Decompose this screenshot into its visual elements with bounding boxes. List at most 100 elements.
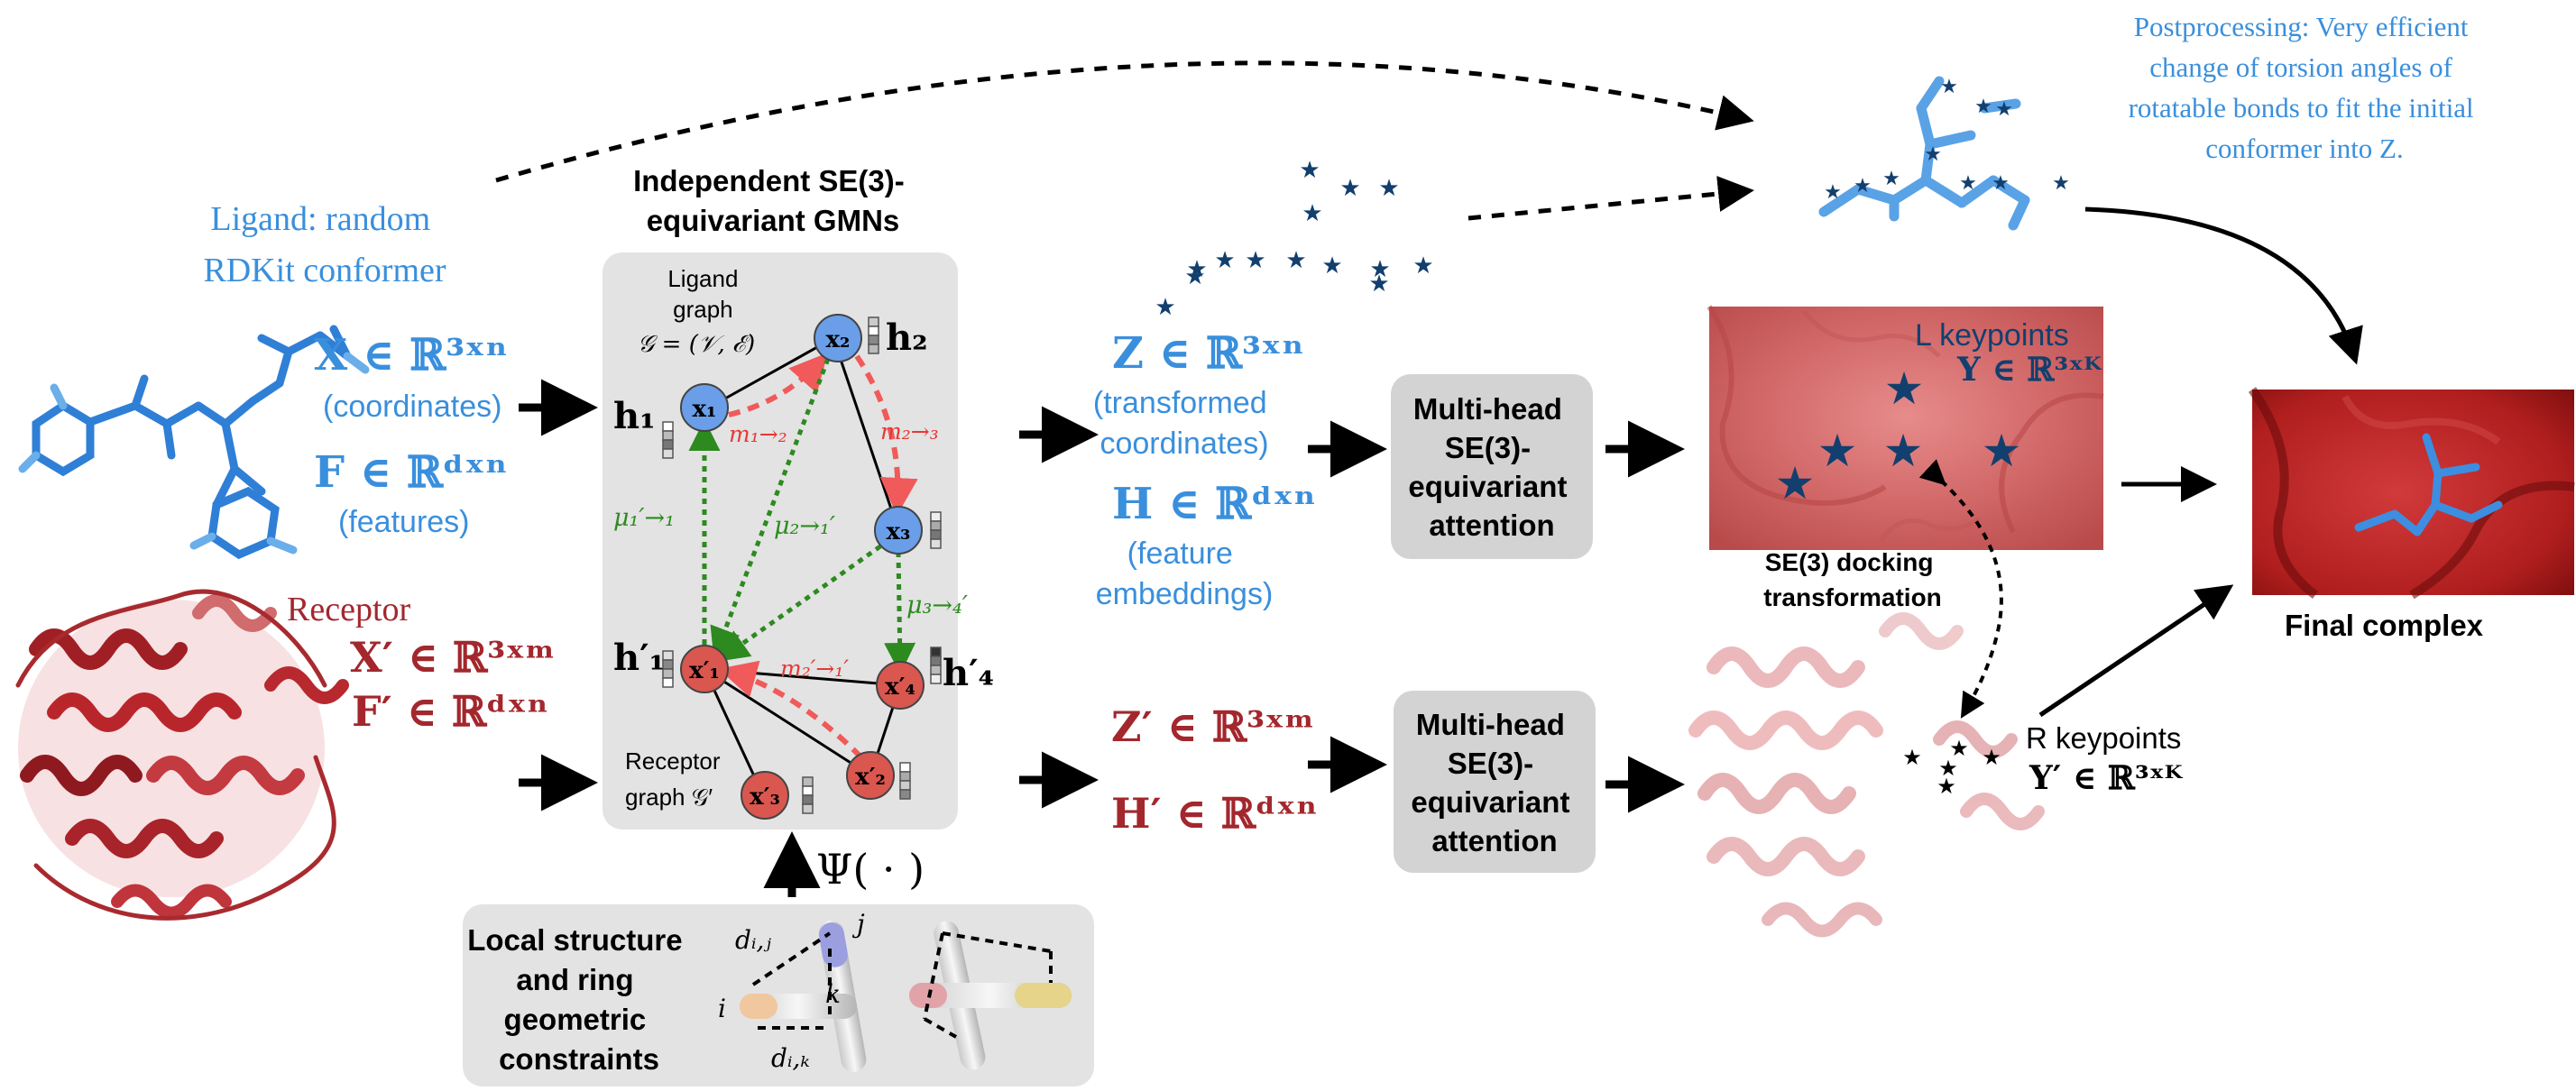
postprocessing-caption: Postprocessing: Very efficient change of… [2129,11,2481,164]
docking-arrow [1918,459,2003,719]
receptor-coords-eq: X′ ∈ ℝ³ˣᵐ [350,633,556,682]
svg-text:★: ★ [1974,96,1992,118]
ligand-molecule [18,325,370,560]
svg-text:★: ★ [1854,175,1872,197]
constraints-illustration-1 [740,921,867,1072]
feature-h4p: h′₄ [943,652,994,694]
attention-mu34 [884,551,916,674]
constraints-caption: Local structure and ring geometric const… [467,923,691,1076]
svg-text:★: ★ [1924,143,1942,166]
svg-text:★: ★ [1883,425,1924,477]
svg-text:★: ★ [1302,200,1322,227]
l-keypoints-surface [1707,305,2104,550]
label-mu34: μ₃→₄′ [906,591,968,619]
constraints-illustration-2 [909,921,1072,1070]
feature-h1: h₁ [613,395,656,437]
label-i: i [718,994,726,1023]
label-m21p: m₂′→₁′ [780,656,849,682]
predicted-keypoint-stars: ★ ★ ★ ★ ★ ★ ★ ★ ★ ★ ★ ★ ★ ★ [1155,157,1433,321]
svg-text:★: ★ [1902,745,1922,770]
faded-receptor [1688,612,2045,938]
attention-box-top [1391,374,1593,559]
ligand-graph-label: Ligand graph 𝒢 = (𝒱, ℰ) [638,265,755,358]
node-x3p: x′₃ [741,771,789,820]
node-x2p: x′₂ [846,751,895,800]
docking-caption: SE(3) docking transformation [1763,548,1942,611]
r-keypoints-title: R keypoints [2026,721,2181,755]
svg-text:★: ★ [1817,425,1858,477]
svg-text:★: ★ [1369,256,1390,283]
final-complex-label: Final complex [2285,609,2484,642]
svg-text:x′₄: x′₄ [885,674,915,701]
label-m23: m₂→₃ [880,418,939,445]
ligand-caption: Ligand: random RDKit conformer [203,200,446,289]
svg-text:★: ★ [1378,175,1399,202]
svg-text:x′₃: x′₃ [750,784,780,811]
svg-text:x₂: x₂ [826,326,851,353]
svg-text:★: ★ [1299,157,1320,184]
receptor-feats-eq: F′ ∈ ℝᵈˣⁿ [352,687,548,736]
svg-text:★: ★ [1285,247,1306,274]
node-x4p: x′₄ [876,661,925,710]
receptor-caption: Receptor [287,591,411,628]
attention-box-bottom [1394,691,1596,873]
ligand-h-note: (feature embeddings) [1096,536,1274,611]
ligand-h-eq: H ∈ ℝᵈˣⁿ [1112,479,1316,529]
ligand-z-eq: Z ∈ ℝ³ˣⁿ [1112,328,1304,379]
svg-text:★: ★ [1949,736,1969,761]
r-keypoints-eq: Y′ ∈ ℝ³ˣᴷ [2029,759,2184,797]
svg-text:★: ★ [1214,247,1235,274]
svg-text:★: ★ [1339,175,1360,202]
svg-text:x′₂: x′₂ [855,764,886,791]
final-complex-image [2248,387,2575,600]
psi-label: Ψ( · ) [816,845,925,894]
label-dik: dᵢ,ₖ [771,1043,810,1073]
receptor-protein [15,589,349,921]
attention-box-top-label: Multi-head SE(3)- equivariant attention [1408,392,1575,542]
message-m21p [718,660,864,760]
svg-text:★: ★ [1982,425,2022,477]
dashed-arrow-stars [1467,176,1754,221]
svg-text:★: ★ [1959,172,1977,195]
arrow-postprocess-final [2084,206,2363,365]
node-x3: x₃ [874,506,923,555]
arrow-r-final [2038,584,2234,718]
svg-text:x₁: x₁ [693,396,717,423]
svg-text:x₃: x₃ [887,518,911,546]
svg-text:★: ★ [1245,247,1265,274]
label-m12: m₁→₂ [729,421,787,447]
gmn-title: Independent SE(3)- equivariant GMNs [633,164,913,237]
svg-text:★: ★ [1824,181,1842,204]
ligand-coords-note: (coordinates) [323,390,501,424]
svg-text:★: ★ [1882,168,1900,190]
node-x2: x₂ [814,314,862,362]
ligand-coords-eq: X ∈ ℝ³ˣⁿ [314,330,508,380]
postprocess-stars: ★★★ ★★★ ★★★ ★ [1824,76,2070,204]
node-x1: x₁ [680,383,729,432]
svg-text:★: ★ [1884,362,1925,415]
receptor-h-eq: H′ ∈ ℝᵈˣⁿ [1111,789,1318,838]
svg-text:★: ★ [1412,252,1433,280]
receptor-graph-label: Receptor graph 𝒢′ [625,747,727,811]
receptor-z-eq: Z′ ∈ ℝ³ˣᵐ [1111,702,1315,751]
svg-text:★: ★ [1938,756,1958,781]
node-x1p: x′₁ [680,645,729,693]
l-keypoints-stars: ★ ★ ★ ★ ★ [1775,362,2022,509]
svg-text:★: ★ [1184,263,1205,290]
feature-h2: h₂ [886,316,928,359]
r-keypoints-stars: ★★★ ★★ [1902,736,2001,799]
svg-text:★: ★ [1982,745,2001,770]
ligand-z-note: (transformed coordinates) [1093,386,1275,461]
ligand-feats-eq: F ∈ ℝᵈˣⁿ [314,447,508,498]
attention-box-bottom-label: Multi-head SE(3)- equivariant attention [1411,708,1578,857]
label-mu11: μ₁′→₁ [613,504,675,532]
svg-text:★: ★ [1995,98,2013,121]
dashed-arrow-top [495,60,1754,183]
l-keypoints-title: L keypoints [1915,318,2069,353]
label-k: k [825,979,841,1009]
svg-text:★: ★ [1775,457,1816,509]
svg-text:★: ★ [1155,294,1175,321]
svg-text:★: ★ [1940,76,1958,98]
svg-text:★: ★ [1186,256,1207,283]
svg-text:★: ★ [1368,270,1389,298]
